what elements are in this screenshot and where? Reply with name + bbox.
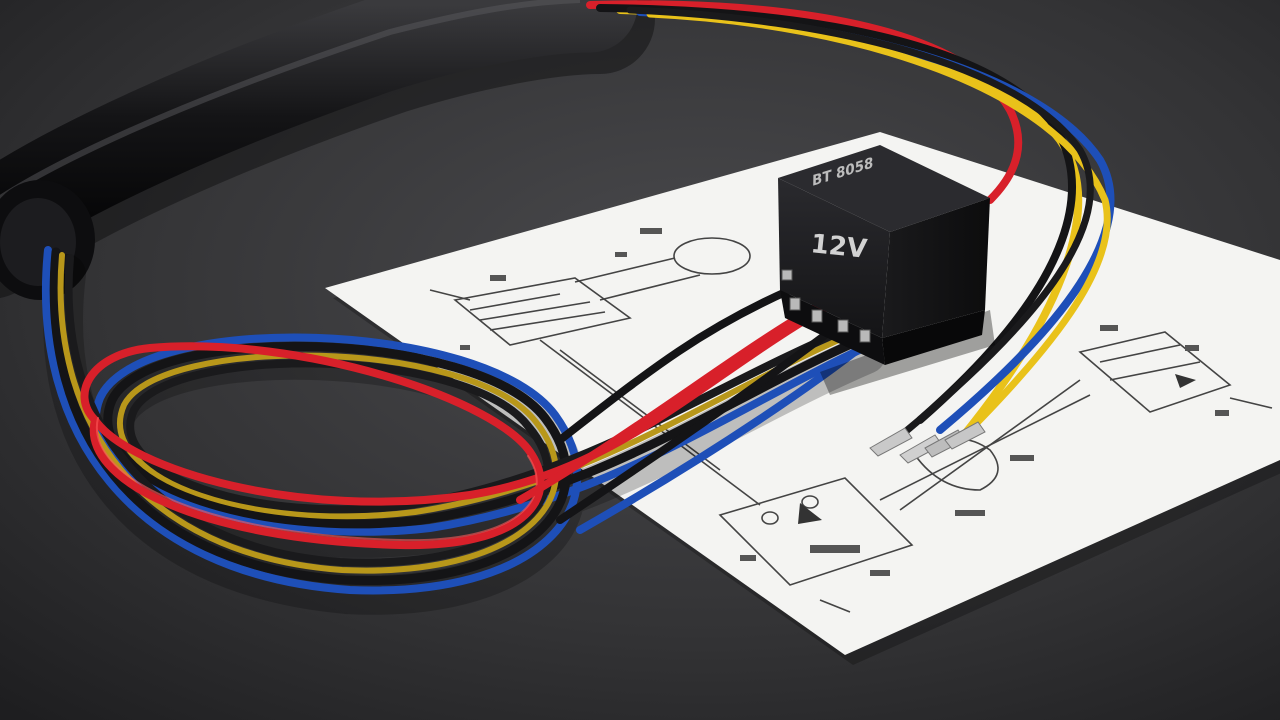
upper-wires bbox=[586, 0, 1115, 444]
relay-lead-wires bbox=[516, 286, 874, 534]
wire-harness-icon bbox=[41, 246, 886, 615]
relay-voltage-label: 12V bbox=[809, 229, 868, 265]
cable-sleeve bbox=[0, 0, 655, 300]
relay-icon: BT 8058 12V bbox=[778, 145, 995, 395]
wire-terminals bbox=[869, 421, 986, 464]
